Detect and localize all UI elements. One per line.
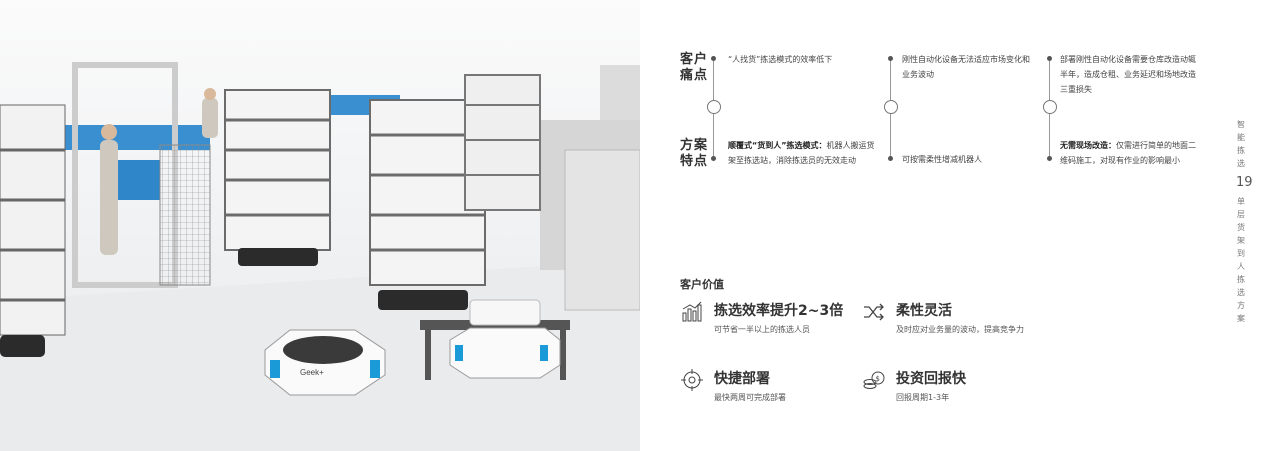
value-title: 快捷部署	[714, 371, 770, 387]
pain-points-label: 客户痛点	[680, 52, 709, 83]
solution-features-label: 方案特点	[680, 138, 709, 169]
value-desc: 回报周期1-3年	[896, 393, 950, 402]
value-item: 柔性灵活及时应对业务量的波动，提高竞争力	[862, 300, 1024, 335]
value-item: $ 投资回报快回报周期1-3年	[862, 368, 966, 403]
value-title: 投资回报快	[896, 371, 966, 387]
solution-panel: 客户痛点 方案特点 “人找货”拣选模式的效率低下 刚性自动化设备无法适应市场变化…	[640, 0, 1280, 451]
feature-2: 可按需柔性增减机器人	[902, 155, 982, 164]
value-desc: 最快两周可完成部署	[714, 393, 786, 402]
feature-1: 顺覆式“货到人”拣选模式：机器人搬运货架至拣选站，消除拣选员的无效走动	[728, 141, 875, 165]
svg-text:$: $	[876, 375, 880, 383]
side-tab: 智能拣选 19 单层货架到人拣选方案	[1236, 118, 1253, 325]
coins-icon: $	[863, 371, 885, 389]
target-icon	[681, 369, 703, 391]
value-title: 柔性灵活	[896, 303, 952, 319]
robot-brand-label: Geek+	[300, 368, 324, 377]
timeline-node	[884, 100, 898, 114]
pain-point-3: 部署刚性自动化设备需要仓库改造动辄半年，造成仓租、业务延迟和场地改造三重损失	[1060, 55, 1196, 94]
timeline-node	[707, 100, 721, 114]
value-title: 拣选效率提升2~3倍	[714, 303, 844, 319]
feature-3: 无需现场改造：仅需进行简单的地面二维码施工，对现有作业的影响最小	[1060, 141, 1196, 165]
bar-chart-icon	[682, 301, 702, 322]
shuffle-icon	[864, 303, 884, 321]
pain-point-1: “人找货”拣选模式的效率低下	[728, 55, 833, 64]
warehouse-robot-illustration: Geek+	[0, 0, 640, 451]
value-desc: 可节省一半以上的拣选人员	[714, 325, 810, 334]
side-tab-chapter: 单层货架到人拣选方案	[1237, 197, 1245, 323]
timeline-node	[1043, 100, 1057, 114]
side-tab-category: 智能拣选	[1237, 120, 1245, 168]
customer-value-title: 客户价值	[680, 278, 724, 291]
value-item: 快捷部署最快两周可完成部署	[680, 368, 786, 403]
value-desc: 及时应对业务量的波动，提高竞争力	[896, 325, 1024, 334]
value-item: 拣选效率提升2~3倍可节省一半以上的拣选人员	[680, 300, 843, 335]
page-number: 19	[1236, 175, 1253, 190]
pain-point-2: 刚性自动化设备无法适应市场变化和业务波动	[902, 55, 1030, 79]
